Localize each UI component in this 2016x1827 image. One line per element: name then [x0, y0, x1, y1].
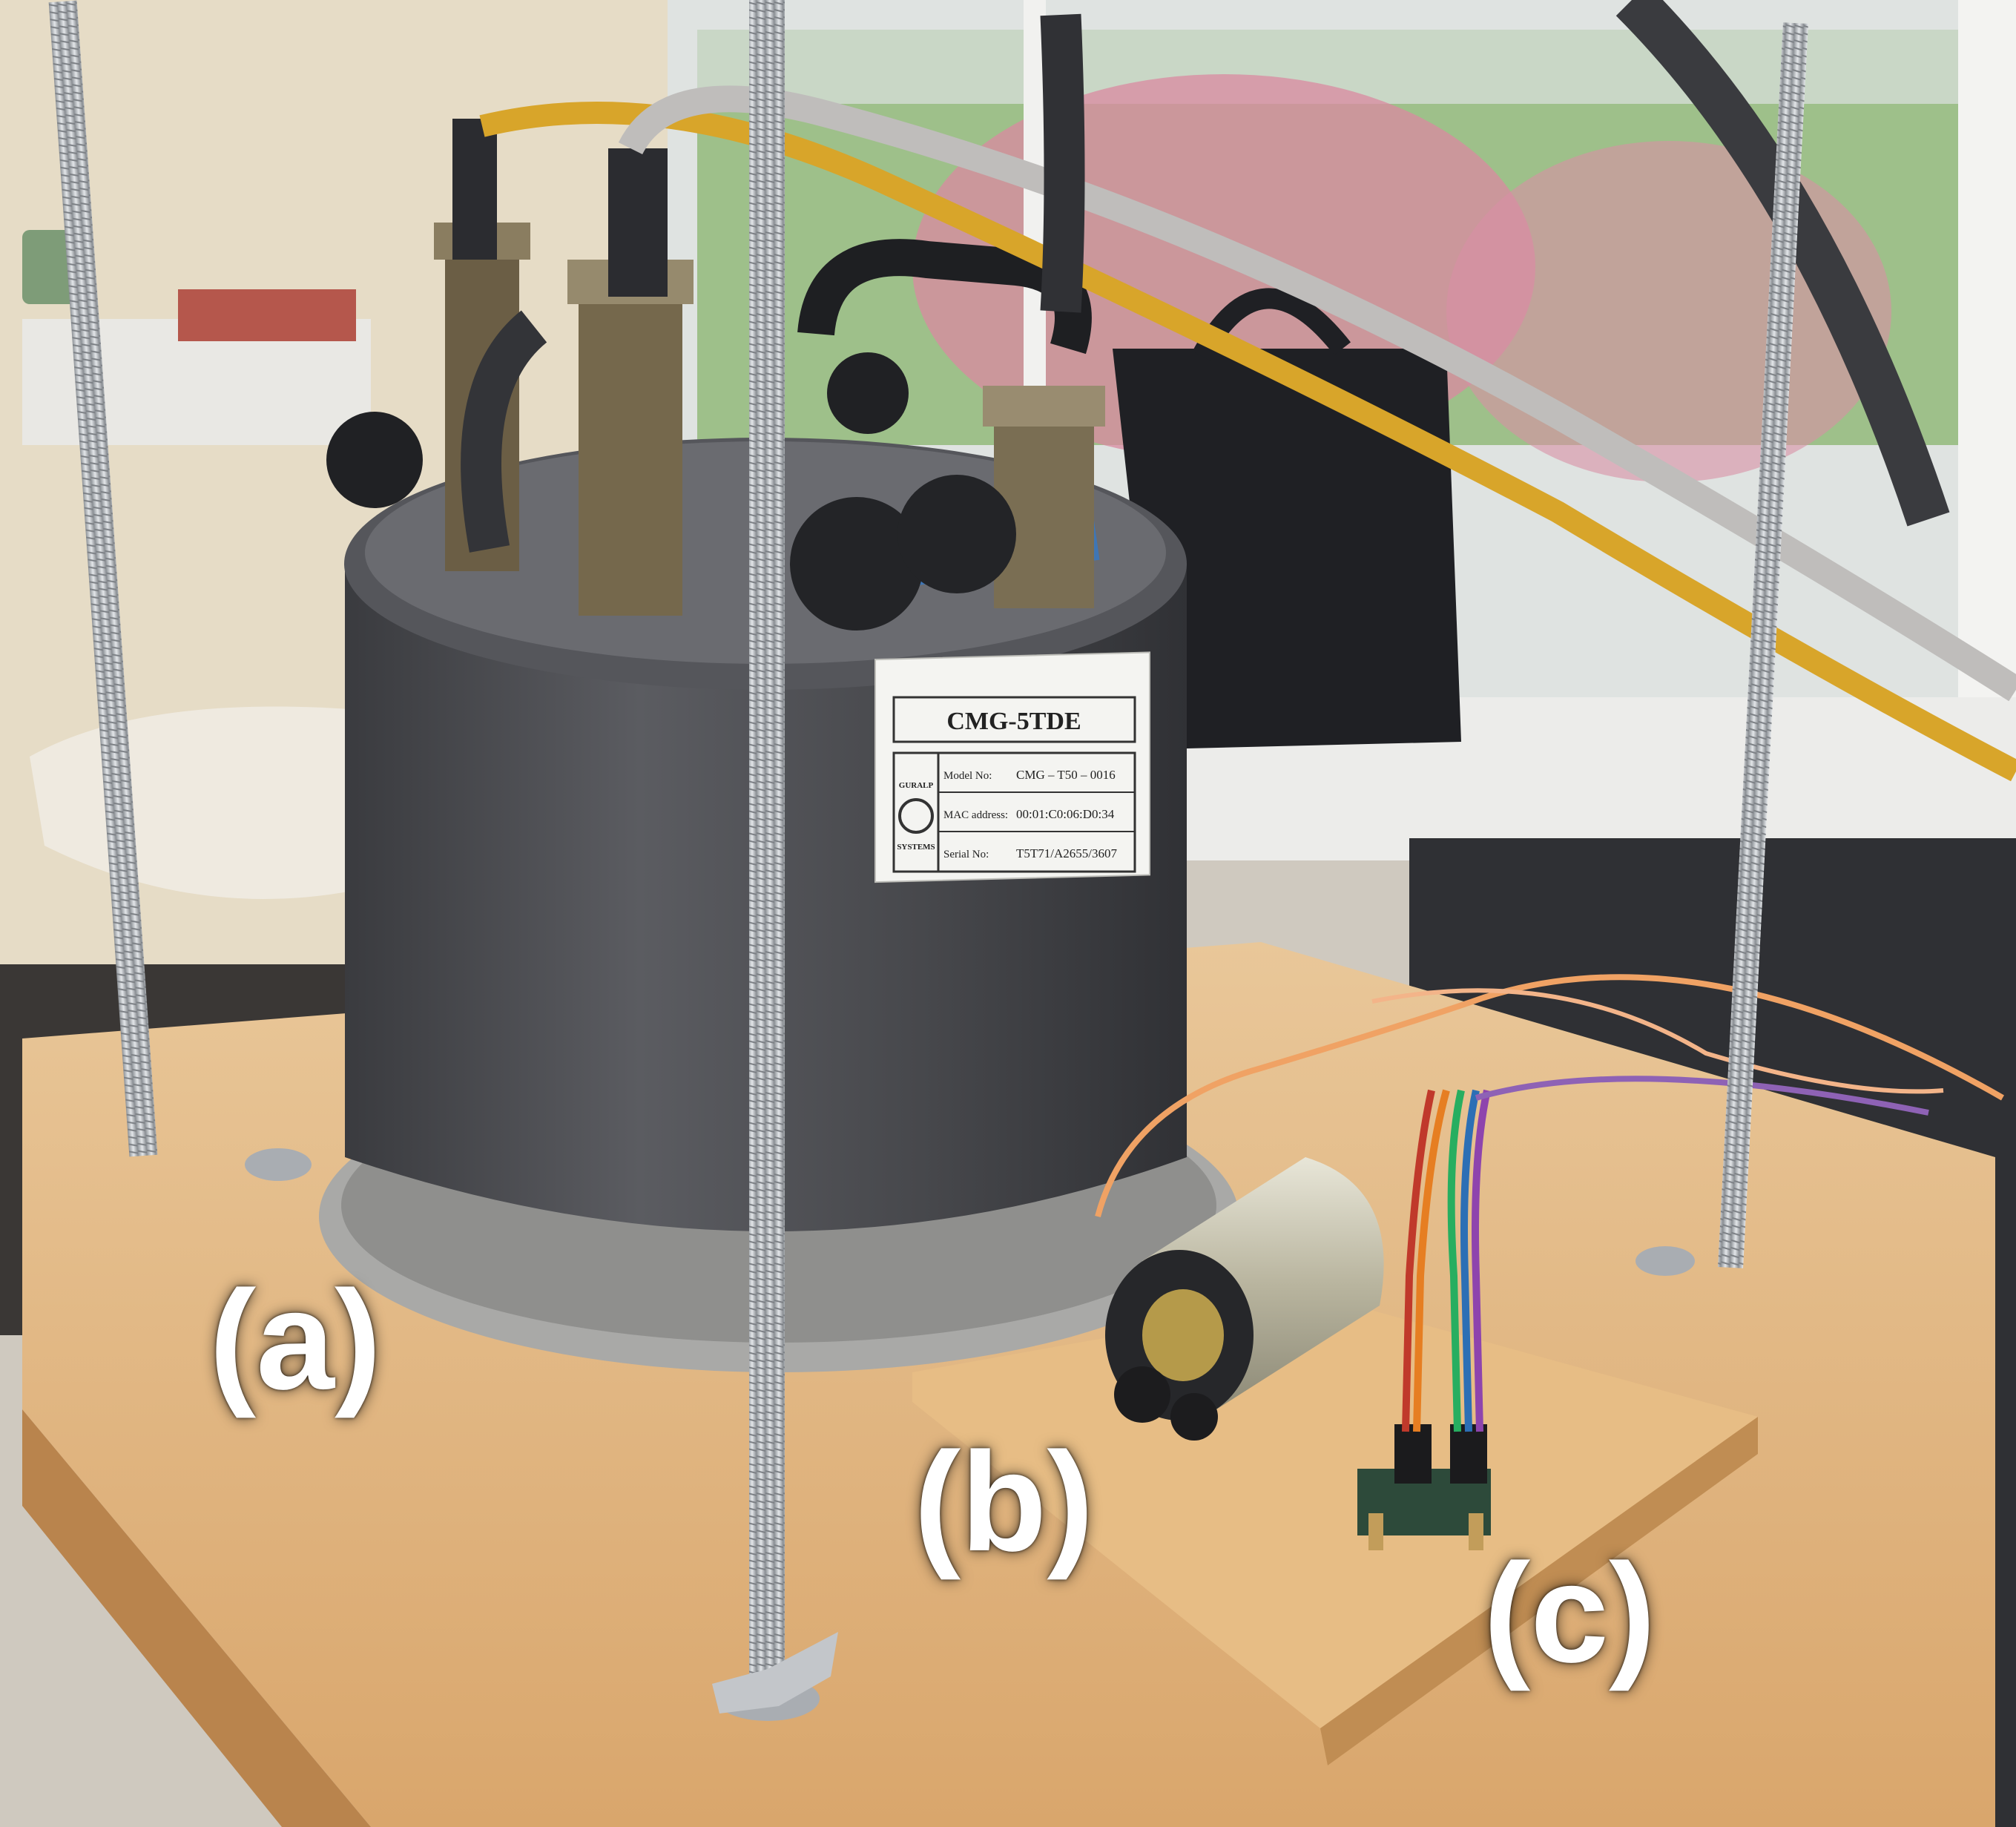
device-nameplate: CMG-5TDE GURALP SYSTEMS Model No: CMG – …	[874, 651, 1150, 883]
orange-wire-2	[1371, 988, 1944, 1094]
plate-row-value: CMG – T50 – 0016	[1016, 768, 1116, 782]
wooden-board-edge	[22, 1409, 371, 1827]
label-c: (c)	[1483, 1535, 1656, 1692]
grey-cable	[618, 85, 2016, 702]
plate-brand-top: GURALP	[899, 781, 934, 790]
orange-wire	[1095, 974, 2004, 1218]
plate-row-key: Model No:	[943, 770, 992, 782]
small-board-edge	[1320, 1417, 1758, 1765]
book	[178, 289, 356, 341]
guralp-logo-icon	[898, 798, 934, 834]
plate-row-value: 00:01:C0:06:D0:34	[1016, 807, 1115, 821]
rainbow-jumper-wires	[1402, 1076, 1929, 1432]
wing-nut	[712, 1632, 838, 1714]
plate-row-key: MAC address:	[943, 809, 1008, 821]
label-a: (a)	[209, 1262, 382, 1419]
black-bag	[1113, 349, 1461, 749]
plate-row-key: Serial No:	[943, 849, 989, 860]
plate-brand-bottom: SYSTEMS	[897, 843, 935, 852]
accelerometer-board	[1357, 1424, 1491, 1550]
dark-cable-top	[1040, 13, 1085, 313]
geophone-sensor	[1105, 1157, 1384, 1441]
connectors	[326, 119, 1105, 631]
label-b: (b)	[914, 1423, 1094, 1581]
plate-row-value: T5T71/A2655/3607	[1016, 846, 1117, 860]
yellow-cable	[479, 102, 2016, 782]
dark-cable-right	[1615, 0, 1950, 527]
plate-title: CMG-5TDE	[946, 708, 1081, 735]
threaded-rods	[48, 0, 1808, 1721]
